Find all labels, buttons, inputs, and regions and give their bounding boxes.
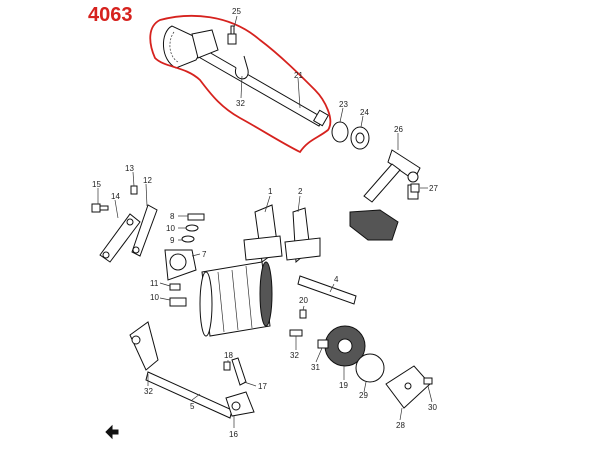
part-label: 18	[224, 351, 233, 360]
part-label: 16	[229, 430, 238, 439]
part-label: 10	[166, 224, 175, 233]
part-label: 24	[360, 108, 369, 117]
highlight-outline	[149, 15, 332, 154]
part-label: 17	[258, 382, 267, 391]
gearshift-cam	[317, 325, 366, 367]
part-label: 1	[268, 187, 273, 196]
part-label: 21	[294, 71, 303, 80]
reference-code: 4063	[88, 4, 133, 26]
part-label: 14	[111, 192, 120, 201]
part-label: 8	[170, 212, 175, 221]
part-label: 32	[144, 387, 153, 396]
part-label: 5	[190, 402, 195, 411]
part-label: 11	[150, 279, 159, 288]
o-ring	[355, 353, 385, 383]
part-label: 26	[394, 125, 403, 134]
spring-part	[231, 357, 247, 386]
part-label: 7	[202, 250, 207, 259]
arrow-icon	[105, 424, 119, 440]
left-components	[91, 185, 205, 307]
shift-drum	[199, 261, 273, 337]
fork-shaft	[297, 275, 357, 305]
part-label: 25	[232, 7, 241, 16]
gearshift-shaft-assembly	[163, 25, 330, 127]
gearshift-arm	[349, 149, 421, 241]
pin-part	[299, 309, 307, 319]
leader-lines	[97, 15, 433, 428]
part-label: 10	[150, 293, 159, 302]
part-label: 30	[428, 403, 437, 412]
part-label: 27	[429, 184, 438, 193]
bolt-part	[410, 183, 420, 193]
part-label: 20	[299, 296, 308, 305]
part-label: 32	[236, 99, 245, 108]
part-label: 15	[92, 180, 101, 189]
collar-part	[331, 121, 349, 143]
part-label: 4	[334, 275, 339, 284]
part-label: 19	[339, 381, 348, 390]
part-label: 2	[298, 187, 303, 196]
part-label: 9	[170, 236, 175, 245]
gearshift-lever-shaft	[129, 321, 233, 419]
part-label: 31	[311, 363, 320, 372]
pin-part	[223, 361, 231, 371]
bolt-part	[423, 377, 433, 385]
part-label: 28	[396, 421, 405, 430]
part-label: 13	[125, 164, 134, 173]
part-label: 23	[339, 100, 348, 109]
part-number-labels: 25 21 32 23 24 26 27 13 12 15 14 8 10 9 …	[92, 7, 438, 439]
shift-forks	[243, 204, 321, 264]
part-label: 12	[143, 176, 152, 185]
part-label: 29	[359, 391, 368, 400]
pin-part	[289, 329, 303, 337]
part-label: 32	[290, 351, 299, 360]
